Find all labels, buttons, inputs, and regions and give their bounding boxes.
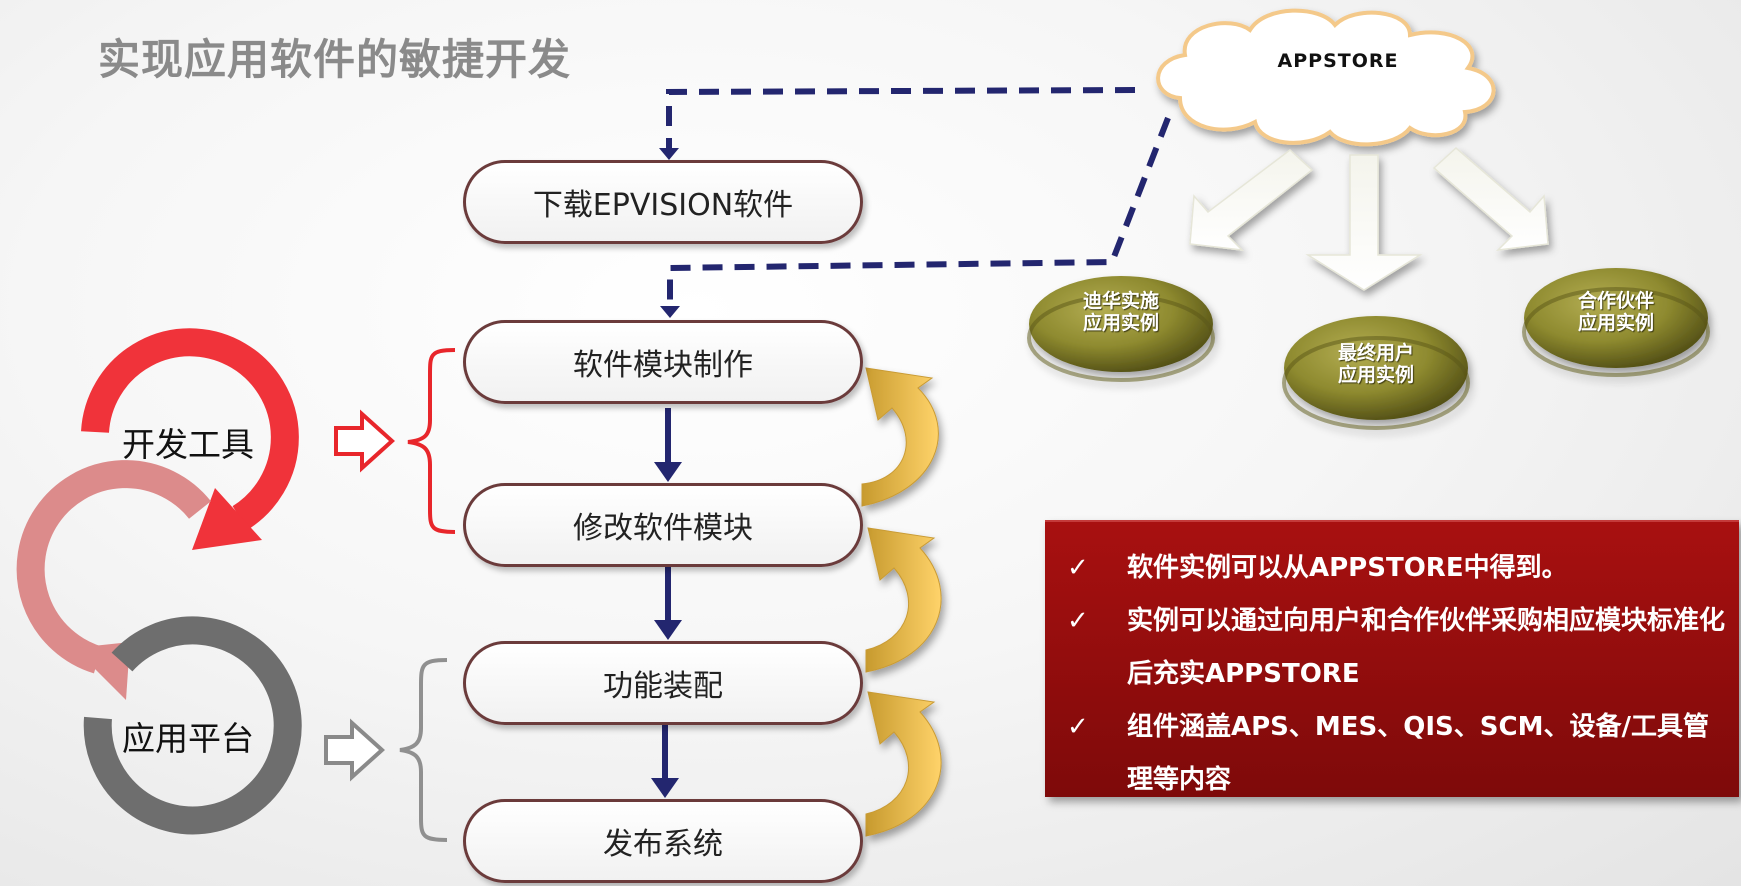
return-arrow-3 [865,691,942,837]
disc-label-line: 应用实例 [1082,312,1159,334]
cycle-arrow-red [81,328,299,550]
step-module-make: 软件模块制作 [463,320,863,404]
note-text: 软件实例可以从APPSTORE中得到。 [1127,553,1568,583]
dashed-connector-middle [660,116,1171,318]
step-download: 下载EPVISION软件 [463,160,863,244]
step-module-modify: 修改软件模块 [463,483,863,567]
disc-dihua [1027,276,1215,382]
gray-outline-arrow [324,718,385,782]
note-text: 组件涵盖APS、MES、QIS、SCM、设备/工具管理等内容 [1127,712,1709,795]
disc-label-partner: 合作伙伴 应用实例 [1521,290,1711,334]
disc-partner [1522,268,1710,377]
page-title: 实现应用软件的敏捷开发 [98,35,572,84]
step-assemble: 功能装配 [463,641,863,725]
appstore-cloud [1156,8,1496,147]
cycle-label-app-platform: 应用平台 [122,719,254,758]
note-text: 实例可以通过向用户和合作伙伴采购相应模块标准化后充实APPSTORE [1127,606,1726,689]
white-arrow-left [1189,149,1314,251]
red-brace [407,348,456,534]
white-arrow-right [1432,146,1549,252]
note-item: ✓ 软件实例可以从APPSTORE中得到。 [1067,542,1729,595]
flow-arrow-3 [651,724,679,798]
step-release: 发布系统 [463,799,863,883]
disc-label-end-user: 最终用户 应用实例 [1281,342,1471,386]
white-arrow-center [1305,154,1423,291]
disc-label-line: 合作伙伴 [1577,290,1654,312]
disc-label-dihua: 迪华实施 应用实例 [1026,290,1216,334]
flow-arrow-1 [654,408,682,482]
check-icon: ✓ [1067,712,1089,742]
disc-label-line: 应用实例 [1337,364,1414,386]
check-icon: ✓ [1067,553,1089,583]
cycle-arrow-gray [83,616,302,835]
cycle-label-dev-tools: 开发工具 [122,425,254,464]
return-arrow-1 [861,367,939,507]
red-outline-arrow [334,409,395,473]
dashed-connector-top [659,87,1136,160]
return-arrow-2 [865,527,942,673]
note-item: ✓ 实例可以通过向用户和合作伙伴采购相应模块标准化后充实APPSTORE [1067,595,1729,701]
gray-brace [399,658,448,842]
disc-label-line: 最终用户 [1337,342,1414,364]
flow-arrow-2 [654,566,682,640]
disc-label-line: 应用实例 [1577,312,1654,334]
appstore-label: APPSTORE [1277,50,1399,72]
cycle-arrow-pink [16,460,211,700]
disc-label-line: 迪华实施 [1082,290,1159,312]
notes-panel: ✓ 软件实例可以从APPSTORE中得到。 ✓ 实例可以通过向用户和合作伙伴采购… [1045,520,1739,797]
note-item: ✓ 组件涵盖APS、MES、QIS、SCM、设备/工具管理等内容 [1067,701,1729,807]
check-icon: ✓ [1067,606,1089,636]
disc-end-user [1282,316,1470,430]
